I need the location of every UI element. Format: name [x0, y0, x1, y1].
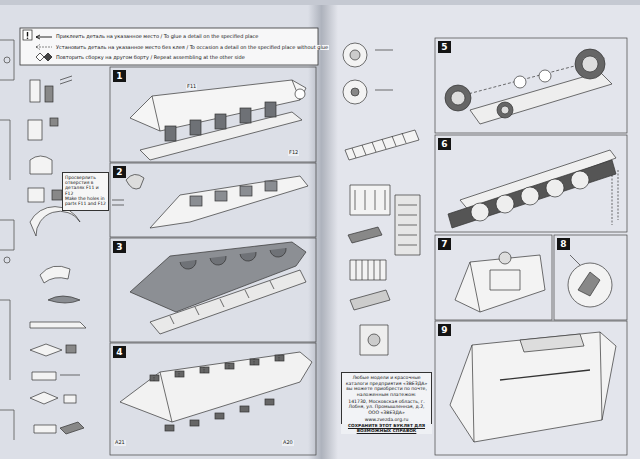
step-number: 1	[113, 70, 126, 82]
step-frames	[110, 38, 627, 455]
node-text: www.zvezda.org.ru	[345, 417, 428, 423]
step5-wheels	[445, 49, 612, 124]
step-number: 6	[438, 138, 451, 150]
node-text: Просверлить отверстия в деталях F11 и F1…	[65, 175, 106, 197]
step-number: 2	[113, 166, 126, 178]
node-text: Make the holes in parts F11 and F12	[65, 196, 106, 207]
step-number: 4	[113, 346, 126, 358]
legend-row: Установить деталь на указанное место без…	[55, 45, 329, 51]
node-text: 4	[116, 348, 122, 357]
sprue-edge	[0, 40, 14, 440]
left-column-parts	[28, 76, 86, 434]
step6-tracks	[448, 150, 618, 228]
note-box: Просверлить отверстия в деталях F11 и F1…	[62, 172, 109, 211]
step4-hull	[120, 352, 312, 431]
node-text: 2	[116, 168, 122, 177]
step-number: 7	[438, 238, 451, 250]
node-text: 1	[116, 72, 122, 81]
node-text: 5	[441, 43, 447, 52]
keep-notice: СОХРАНИТЕ ЭТОТ БУКЛЕТ ДЛЯ ВОЗМОЖНЫХ СПРА…	[341, 424, 432, 434]
step1-hull-side	[130, 80, 306, 160]
node-text: Любые модели и красочные каталоги предпр…	[345, 375, 428, 397]
node-text: 6	[441, 140, 447, 149]
step-number: 5	[438, 41, 451, 53]
node-text: 9	[441, 326, 447, 335]
part-label: F11	[186, 84, 197, 90]
step8-detail	[568, 255, 612, 307]
step-number: 3	[113, 241, 126, 253]
node-text: 8	[560, 240, 566, 249]
node-text: 3	[116, 243, 122, 252]
right-column-parts	[343, 43, 420, 355]
step2-suspension	[112, 174, 308, 228]
legend-text: Приклеить деталь на указанное место / To…	[55, 34, 259, 40]
legend-row: Приклеить деталь на указанное место / To…	[55, 34, 259, 40]
node-text: 141730, Московская область, г. Лобня, ул…	[345, 399, 428, 416]
step7-hull-top	[455, 252, 545, 312]
step3-hull-side	[130, 242, 306, 334]
part-label: A21	[114, 440, 126, 446]
node-text: 7	[441, 240, 447, 249]
part-label: A20	[282, 440, 294, 446]
step9-hull-bottom	[450, 332, 616, 442]
address-box: Любые модели и красочные каталоги предпр…	[341, 372, 432, 425]
step-number: 9	[438, 324, 451, 336]
part-label: F12	[288, 150, 299, 156]
step-number: 8	[557, 238, 570, 250]
legend-text: Установить деталь на указанное место без…	[55, 45, 329, 51]
legend-row: Повторить сборку на другом борту / Repea…	[55, 55, 246, 61]
legend-text: Повторить сборку на другом борту / Repea…	[55, 55, 246, 61]
